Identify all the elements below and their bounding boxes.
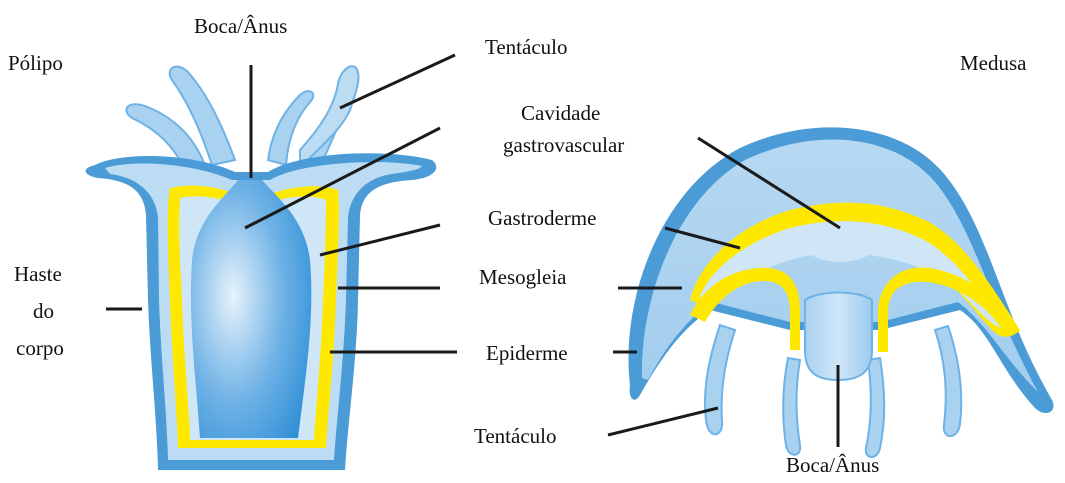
label-mesoglea: Mesogleia [479,265,567,289]
label-medusa-title: Medusa [960,51,1027,75]
label-mouth-anus-top: Boca/Ânus [194,14,287,38]
label-mouth-anus-bottom: Boca/Ânus [786,453,879,477]
label-cavity-line1: Cavidade [521,101,600,125]
label-polyp-title: Pólipo [8,51,63,75]
label-cavity-line2: gastrovascular [503,133,624,157]
label-epidermis: Epiderme [486,341,568,365]
label-stalk-line2: do [33,299,54,323]
label-stalk-line1: Haste [14,262,62,286]
label-tentacle-bottom: Tentáculo [474,424,557,448]
polyp-illustration [86,66,437,470]
polyp-gastrovascular-cavity [191,180,311,438]
label-gastroderm: Gastroderme [488,206,596,230]
leader-tentacle-bottom [608,408,718,435]
medusa-illustration [628,127,1053,457]
label-tentacle-top: Tentáculo [485,35,568,59]
label-stalk-line3: corpo [16,336,64,360]
